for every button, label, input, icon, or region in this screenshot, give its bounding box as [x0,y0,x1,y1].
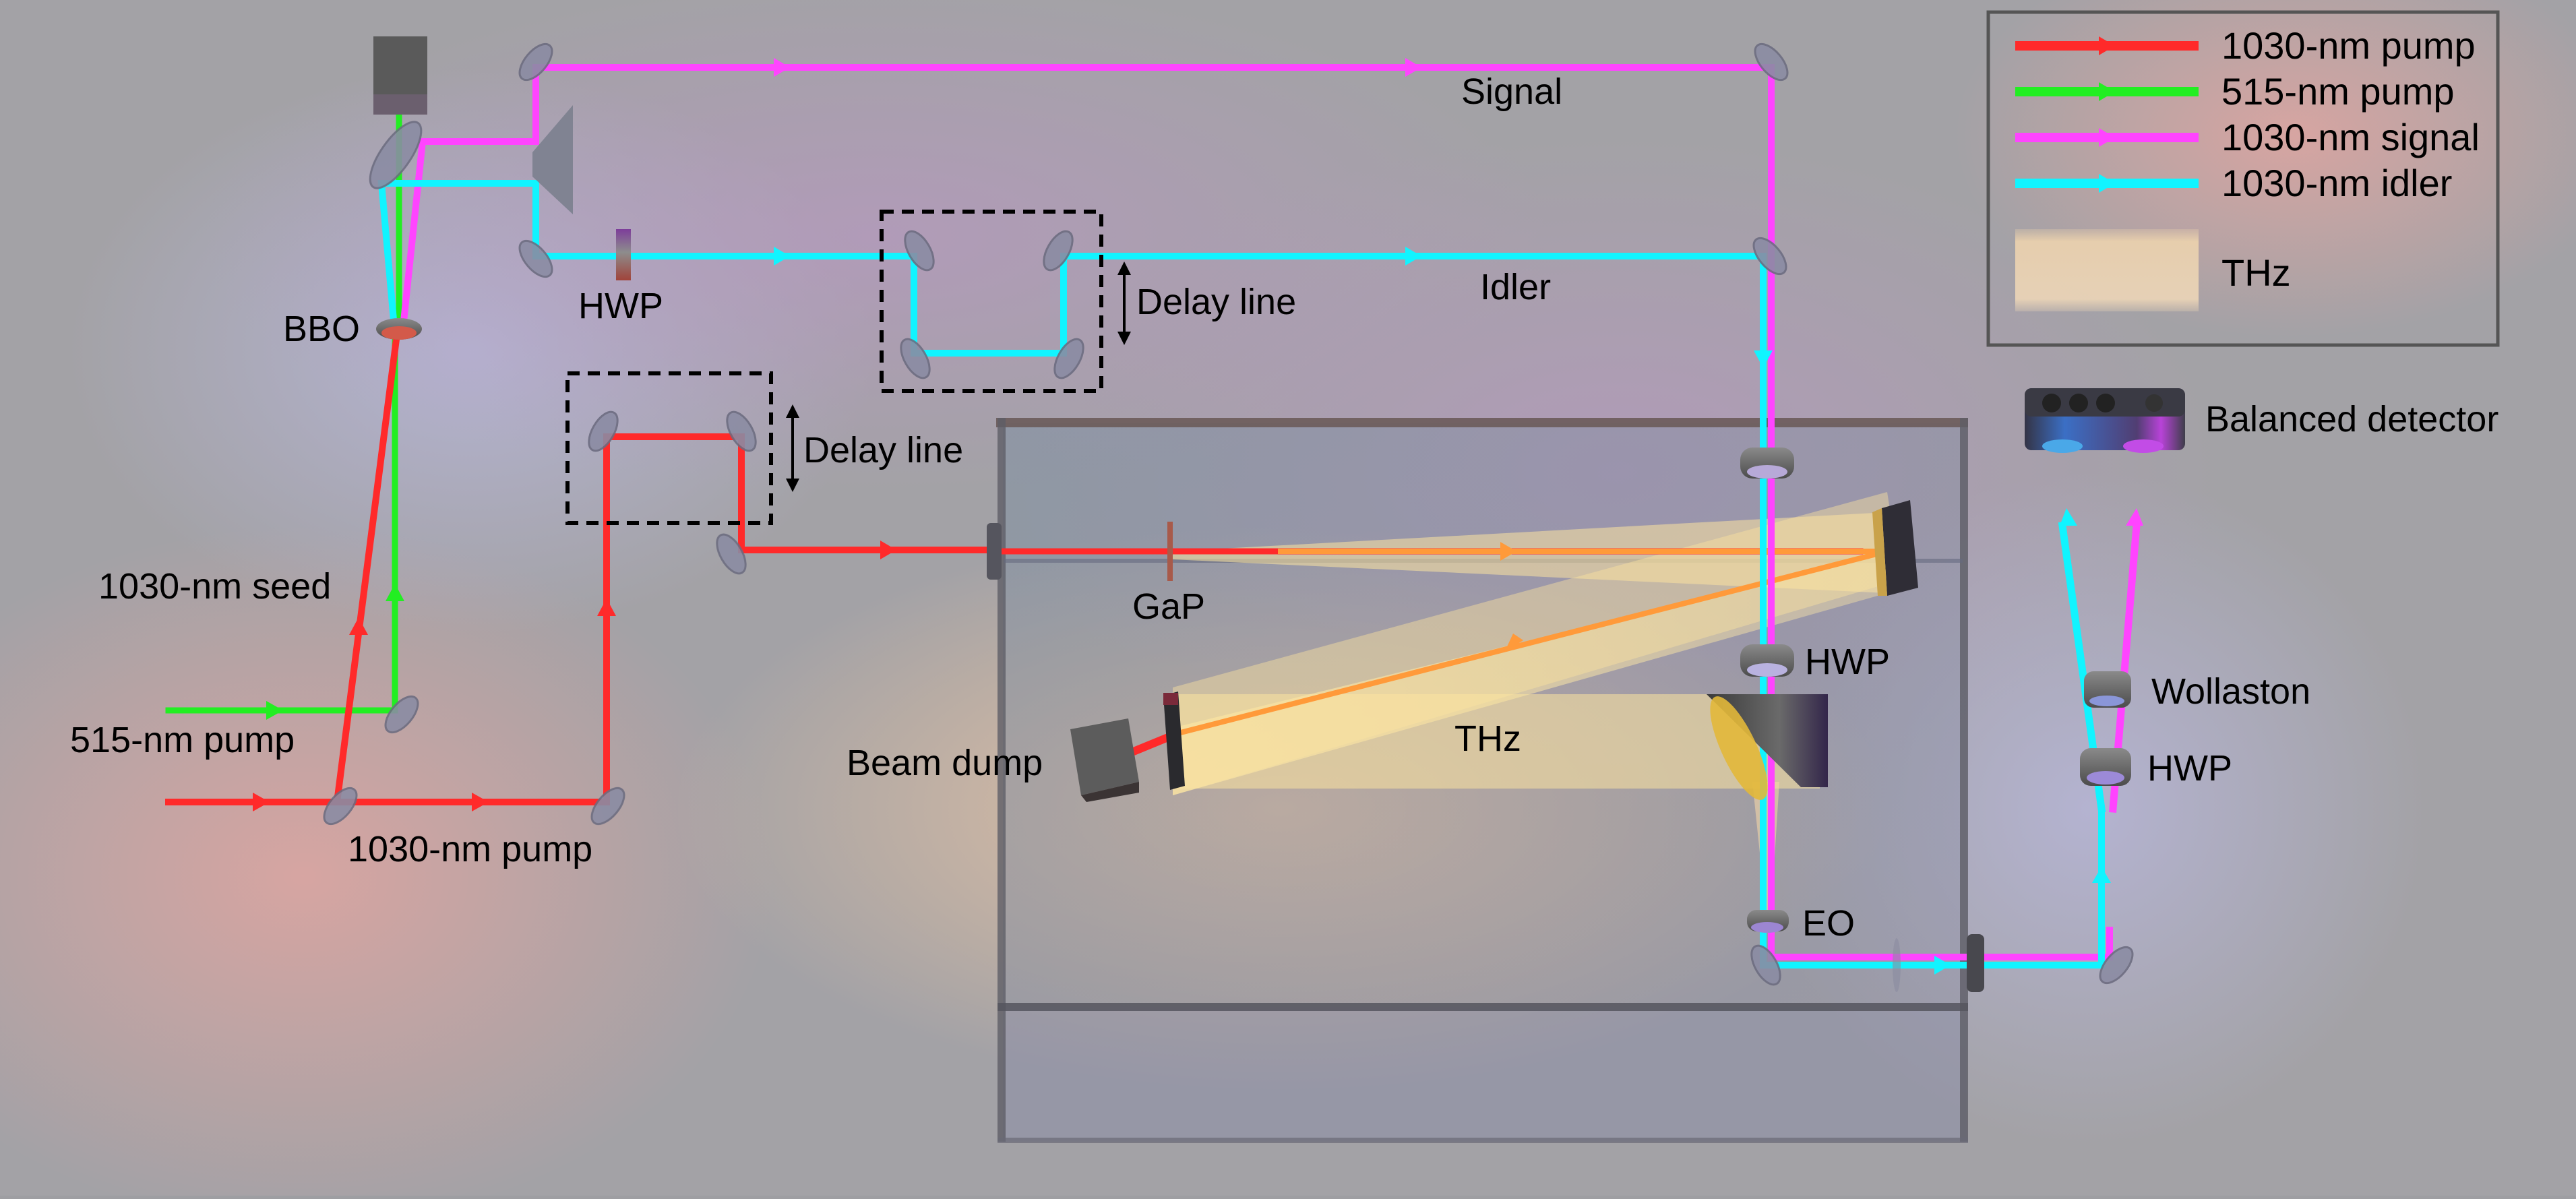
arrow-1030 [253,793,270,811]
holed-parabolic-mirror [1707,694,1828,800]
arrow-detector [2060,508,2077,526]
thz-mirror [1163,691,1185,790]
arrow-thz [1500,542,1516,561]
label-hwp-chamber: HWP [1805,642,1890,682]
legend-label: 515-nm pump [2221,70,2455,113]
arrow-515 [386,584,404,601]
mirror [323,787,358,826]
legend-item-1030-signal: 1030-nm signal [2015,116,2480,158]
chamber-top-lens [1740,448,1794,479]
label-idler: Idler [1480,267,1551,307]
label-delay-line-pump: Delay line [803,430,963,470]
arrow-idler [774,247,790,266]
bbo-crystal [376,318,422,340]
mirror [1752,237,1787,276]
mirrors [323,42,2134,986]
legend-label: 1030-nm idler [2221,162,2452,204]
mirror [518,42,553,82]
label-balanced-detector: Balanced detector [2205,399,2498,439]
roof-prism [532,105,573,214]
arrow-1030 [472,793,489,811]
label-beam-dump: Beam dump [847,743,1043,783]
label-hwp-idler: HWP [578,286,663,326]
label-seed: 1030-nm seed [98,566,331,607]
legend-label: THz [2221,251,2291,294]
arrow-signal [1405,58,1421,77]
delay-line-pump [565,371,799,525]
bnc-connector [2042,394,2061,412]
label-hwp-detection: HWP [2147,748,2232,789]
legend-label: 1030-nm signal [2221,116,2480,158]
beam-arrowheads [253,58,2143,975]
label-eo: EO [1802,903,1855,944]
mirror [590,787,625,826]
bnc-connector [2069,394,2088,412]
gap-crystal [1167,522,1173,581]
mirror [1043,230,1074,272]
mirror [384,695,419,734]
balanced-detector [2025,388,2185,453]
chamber-lens [1893,938,1901,992]
arrow-1030 [597,598,616,616]
beam-dump [1070,718,1139,802]
arrow-idler [1405,247,1421,266]
mirror [1053,338,1084,379]
mirror [588,410,619,452]
hwp-chamber [1740,644,1794,677]
hwp-detection [2080,748,2131,786]
label-signal: Signal [1461,71,1562,112]
mirror [904,230,935,272]
label-delay-line-idler: Delay line [1136,282,1296,322]
label-515-pump: 515-nm pump [70,720,295,760]
power-connector [2145,394,2163,412]
arrow-detector [2126,508,2143,526]
bnc-connector [2096,394,2115,412]
mirror [518,239,553,278]
label-gap: GaP [1132,586,1205,627]
label-bbo: BBO [283,309,360,349]
chamber-window-right [1967,934,1984,992]
legend-label: 1030-nm pump [2221,24,2476,67]
arrow-idler [1934,956,1951,975]
mirror [1750,944,1781,986]
mirror [726,410,757,452]
mirror [716,533,747,575]
seed-laser-box [373,36,427,115]
parabolic-mirror [1872,500,1918,596]
chamber-window [987,523,1002,580]
arrow-signal [774,58,790,77]
legend: 1030-nm pump 515-nm pump 1030-nm signal … [1986,10,2500,347]
legend-item-thz: THz [2015,229,2291,311]
arrow-detector [2092,867,2111,883]
legend-item-1030-pump: 1030-nm pump [2015,24,2476,67]
legend-item-515-pump: 515-nm pump [2015,70,2455,113]
hwp-idler [616,229,631,280]
mirror [369,121,423,189]
label-thz: THz [1454,718,1521,759]
arrow-1030 [880,541,896,559]
legend-item-1030-idler: 1030-nm idler [2015,162,2452,204]
label-1030-pump: 1030-nm pump [348,829,592,869]
mirror [2099,946,2134,985]
labels: Signal Idler HWP BBO Delay line Delay li… [70,71,2498,944]
eo-crystal [1747,910,1789,933]
delay-line-idler [880,210,1131,393]
wollaston-prism [2084,671,2131,708]
beam-paths [165,64,2141,969]
arrow-515 [266,701,283,720]
arrow-1030 [349,617,368,635]
arrow-idler [1754,350,1773,368]
mirror [1754,42,1789,82]
label-wollaston: Wollaston [2151,671,2310,712]
mirror [900,338,931,379]
arrow-thz [1504,634,1523,652]
